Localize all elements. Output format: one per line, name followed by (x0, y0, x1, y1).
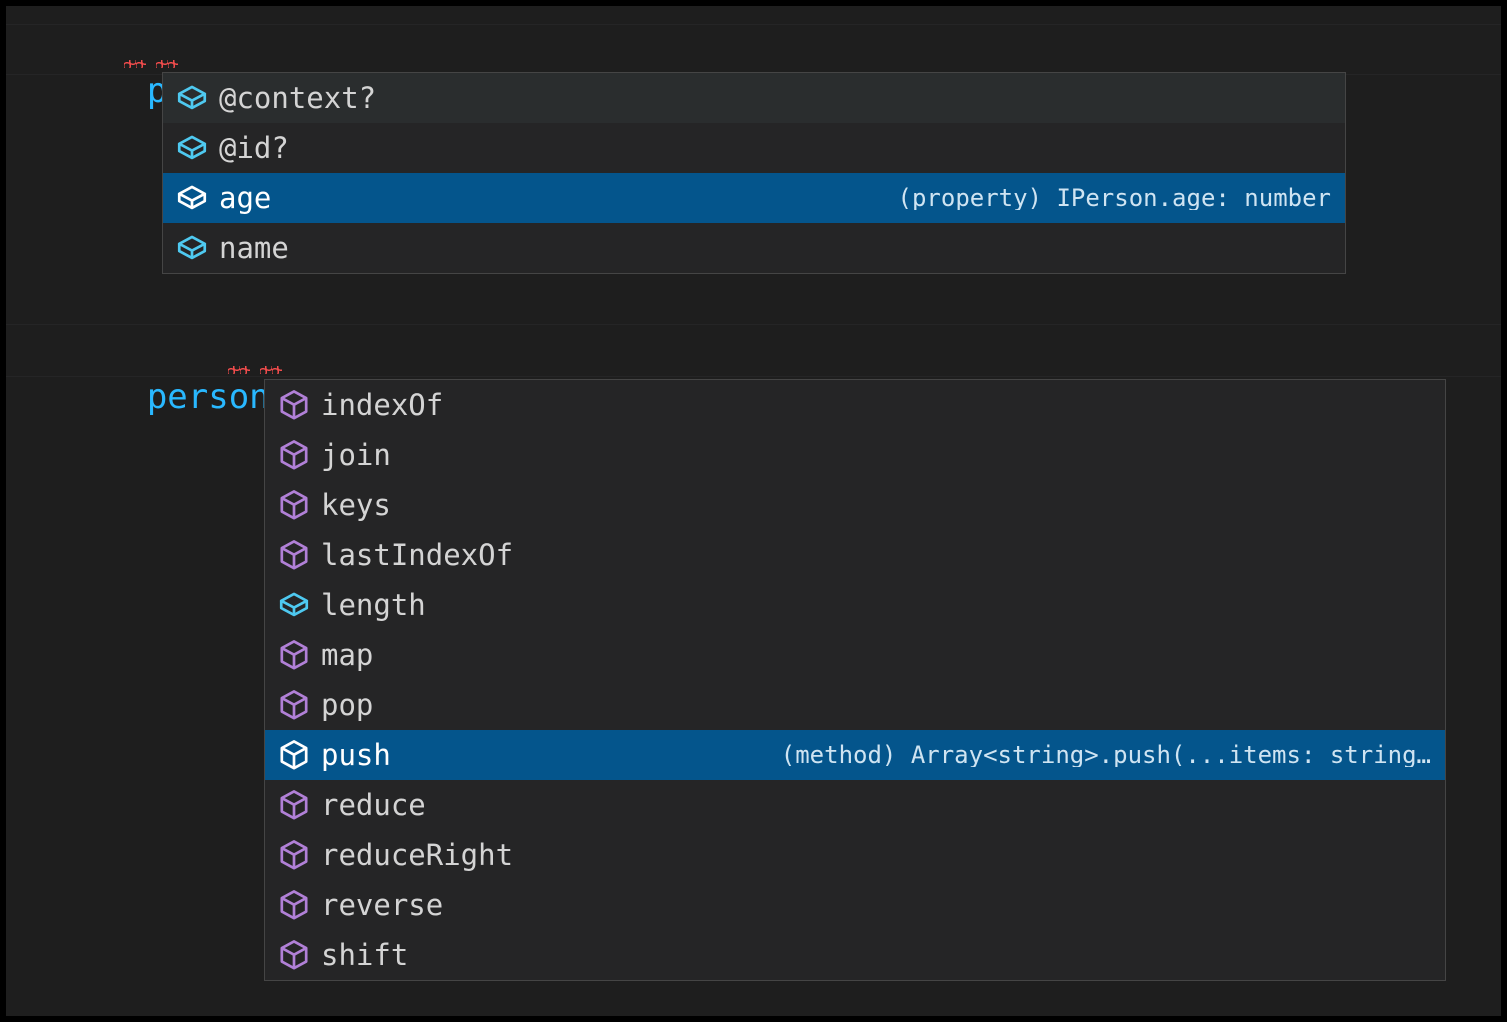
suggestion-label: @id? (219, 130, 289, 165)
method-cube-icon (280, 490, 308, 520)
suggestion-label: pop (321, 687, 374, 722)
suggestion-label: @context? (219, 80, 377, 115)
editor-rule (6, 24, 1501, 25)
suggestion-label: keys (321, 487, 391, 522)
error-squiggle (156, 60, 178, 68)
method-cube-icon (280, 640, 308, 670)
editor-rule (6, 324, 1501, 325)
editor-rule (6, 376, 1501, 377)
code-token-variable: person (146, 377, 270, 417)
property-cube-icon (177, 85, 207, 110)
suggestion-item[interactable]: pop (265, 680, 1445, 730)
error-squiggle (124, 60, 146, 68)
method-cube-icon (280, 790, 308, 820)
property-cube-icon (177, 185, 207, 210)
suggestion-item[interactable]: reduce (265, 780, 1445, 830)
suggestion-item[interactable]: @context? (163, 73, 1345, 123)
method-cube-icon (280, 540, 308, 570)
suggestion-label: map (321, 637, 374, 672)
suggestion-label: reduceRight (321, 837, 514, 872)
code-line-2[interactable]: person.name.; (24, 328, 413, 417)
method-cube-icon (280, 890, 308, 920)
suggestion-label: indexOf (321, 387, 444, 422)
suggestion-detail: (method) Array<string>.push(...items: st… (780, 743, 1431, 767)
suggestion-item[interactable]: map (265, 630, 1445, 680)
suggestion-item[interactable]: length (265, 580, 1445, 630)
suggestion-item[interactable]: @id? (163, 123, 1345, 173)
suggestion-item[interactable]: shift (265, 930, 1445, 980)
suggestion-item[interactable]: reverse (265, 880, 1445, 930)
suggestion-label: join (321, 437, 391, 472)
suggestion-label: reverse (321, 887, 444, 922)
suggestion-label: length (321, 587, 426, 622)
method-cube-icon (280, 390, 308, 420)
suggestion-detail: (property) IPerson.age: number (897, 186, 1331, 210)
method-cube-icon (280, 840, 308, 870)
property-cube-icon (279, 592, 309, 617)
suggestion-label: lastIndexOf (321, 537, 514, 572)
suggestion-label: reduce (321, 787, 426, 822)
suggestion-widget-person[interactable]: @context? @id? age (property) IPerson.age: … (162, 72, 1346, 274)
property-cube-icon (177, 135, 207, 160)
suggestion-item[interactable]: lastIndexOf (265, 530, 1445, 580)
code-editor[interactable]: person.; @context?@id?age(property) IPer… (6, 6, 1501, 1016)
suggestion-item[interactable]: join (265, 430, 1445, 480)
suggestion-label: push (321, 737, 391, 772)
suggestion-label: shift (321, 937, 409, 972)
method-cube-icon (280, 740, 308, 770)
suggestion-label: age (219, 180, 272, 215)
error-squiggle (228, 366, 250, 374)
suggestion-label: name (219, 230, 289, 265)
method-cube-icon (280, 690, 308, 720)
suggestion-item[interactable]: age (property) IPerson.age: number (163, 173, 1345, 223)
suggestion-item[interactable]: push (method) Array<string>.push(...items… (265, 730, 1445, 780)
suggestion-item[interactable]: reduceRight (265, 830, 1445, 880)
suggestion-item[interactable]: name (163, 223, 1345, 273)
method-cube-icon (280, 440, 308, 470)
suggestion-item[interactable]: keys (265, 480, 1445, 530)
property-cube-icon (177, 235, 207, 260)
suggestion-widget-person-name[interactable]: indexOf join keys lastIndexOf length map pop pu… (264, 379, 1446, 981)
error-squiggle (260, 366, 282, 374)
method-cube-icon (280, 940, 308, 970)
suggestion-item[interactable]: indexOf (265, 380, 1445, 430)
